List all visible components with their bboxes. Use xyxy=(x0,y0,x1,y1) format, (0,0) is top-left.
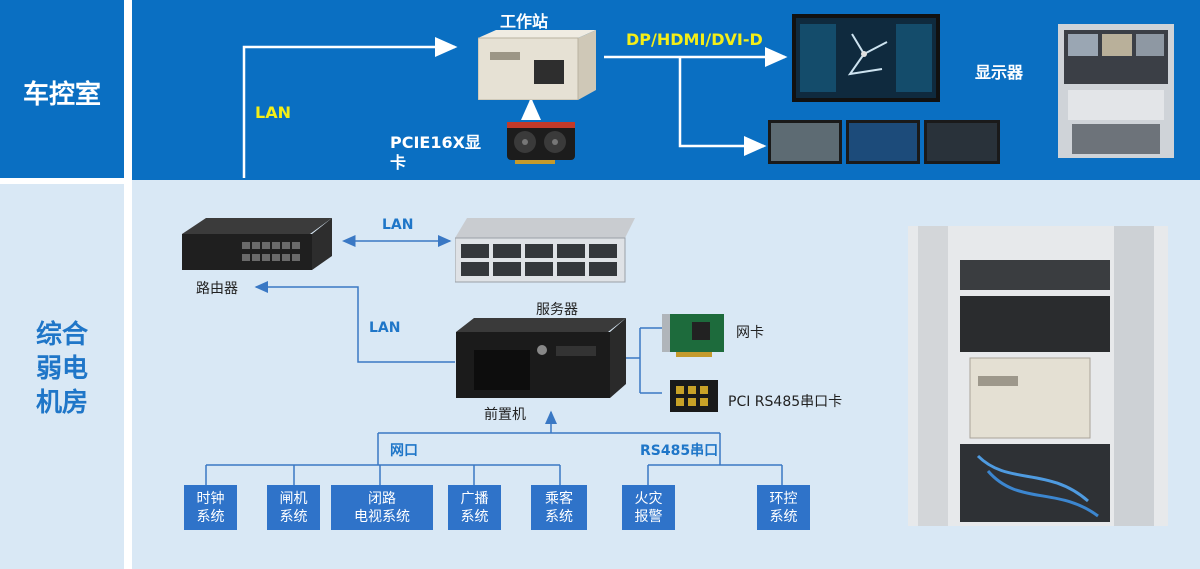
network-card-icon xyxy=(662,314,724,357)
fep-to-cards-line xyxy=(625,327,662,394)
system-box-passenger-line-2: 系统 xyxy=(545,508,573,525)
fep-label: 前置机 xyxy=(484,407,526,423)
lan-line-to-workstation xyxy=(242,37,458,178)
system-box-fire-alarm-line-1: 火灾 xyxy=(634,490,663,507)
system-box-broadcast-line-2: 系统 xyxy=(460,508,489,525)
server-label: 服务器 xyxy=(536,302,578,318)
column-divider xyxy=(124,0,132,569)
server-icon xyxy=(455,218,635,283)
system-box-broadcast-line-1: 广播 xyxy=(460,490,489,507)
system-box-cctv-line-1: 闭路 xyxy=(368,490,396,507)
system-box-broadcast: 广播系统 xyxy=(448,485,501,530)
nic-label: 网卡 xyxy=(736,325,764,341)
system-box-clock-line-2: 系统 xyxy=(196,508,225,525)
system-box-environment-line-1: 环控 xyxy=(769,490,798,507)
system-box-clock-line-1: 时钟 xyxy=(196,490,225,507)
monitor-wall-icon xyxy=(768,120,1000,164)
rs485-port-branch xyxy=(647,464,783,485)
equipment-room-label-line-3: 机房 xyxy=(35,388,88,418)
row-divider xyxy=(0,178,124,184)
front-end-processor-icon xyxy=(456,318,626,398)
display-label: 显示器 xyxy=(975,63,1024,82)
system-box-fire-alarm: 火灾报警 xyxy=(622,485,675,530)
system-box-gate-line-2: 系统 xyxy=(279,508,308,525)
system-box-cctv-line-2: 电视系统 xyxy=(354,508,410,525)
serial-card-label: PCI RS485串口卡 xyxy=(728,394,843,410)
system-box-passenger: 乘客系统 xyxy=(531,485,587,530)
workstation-icon xyxy=(478,30,596,100)
equipment-room-label-line-1: 综合 xyxy=(35,320,88,350)
graphics-card-icon xyxy=(507,122,575,164)
system-box-gate: 闸机系统 xyxy=(267,485,320,530)
network-port-branch xyxy=(205,464,561,485)
gpu-label-line-1: PCIE16X显 xyxy=(390,133,481,152)
equipment-rack-photo xyxy=(908,226,1168,526)
router-fep-lan-label: LAN xyxy=(369,320,401,336)
serial-card-icon xyxy=(670,380,718,412)
top-lan-label: LAN xyxy=(255,103,291,122)
gpu-label-line-2: 卡 xyxy=(390,153,407,172)
network-bus xyxy=(377,432,721,465)
equipment-room-label: 综合 弱电 机房 xyxy=(0,318,124,420)
control-room-label: 车控室 xyxy=(22,80,101,110)
workstation-to-wall-line xyxy=(678,57,767,156)
control-room-photo xyxy=(1058,24,1174,158)
router-label: 路由器 xyxy=(196,281,238,297)
monitor-icon xyxy=(792,14,940,102)
system-box-gate-line-1: 闸机 xyxy=(279,490,308,507)
system-box-clock: 时钟系统 xyxy=(184,485,237,530)
system-box-cctv: 闭路电视系统 xyxy=(331,485,433,530)
router-server-lan-label: LAN xyxy=(382,217,414,233)
router-icon xyxy=(182,218,332,270)
system-box-fire-alarm-line-2: 报警 xyxy=(634,508,663,525)
gpu-label: PCIE16X显 卡 xyxy=(390,133,481,173)
video-signal-label: DP/HDMI/DVI-D xyxy=(626,30,763,49)
rs485-port-label: RS485串口 xyxy=(640,443,719,459)
fep-to-router-line xyxy=(254,281,455,363)
workstation-label: 工作站 xyxy=(500,12,549,31)
control-room-band xyxy=(0,0,1200,180)
system-box-passenger-line-1: 乘客 xyxy=(545,490,573,507)
equipment-room-label-line-2: 弱电 xyxy=(35,354,88,384)
system-box-environment: 环控系统 xyxy=(757,485,810,530)
system-box-environment-line-2: 系统 xyxy=(769,508,798,525)
network-port-label: 网口 xyxy=(390,443,418,459)
